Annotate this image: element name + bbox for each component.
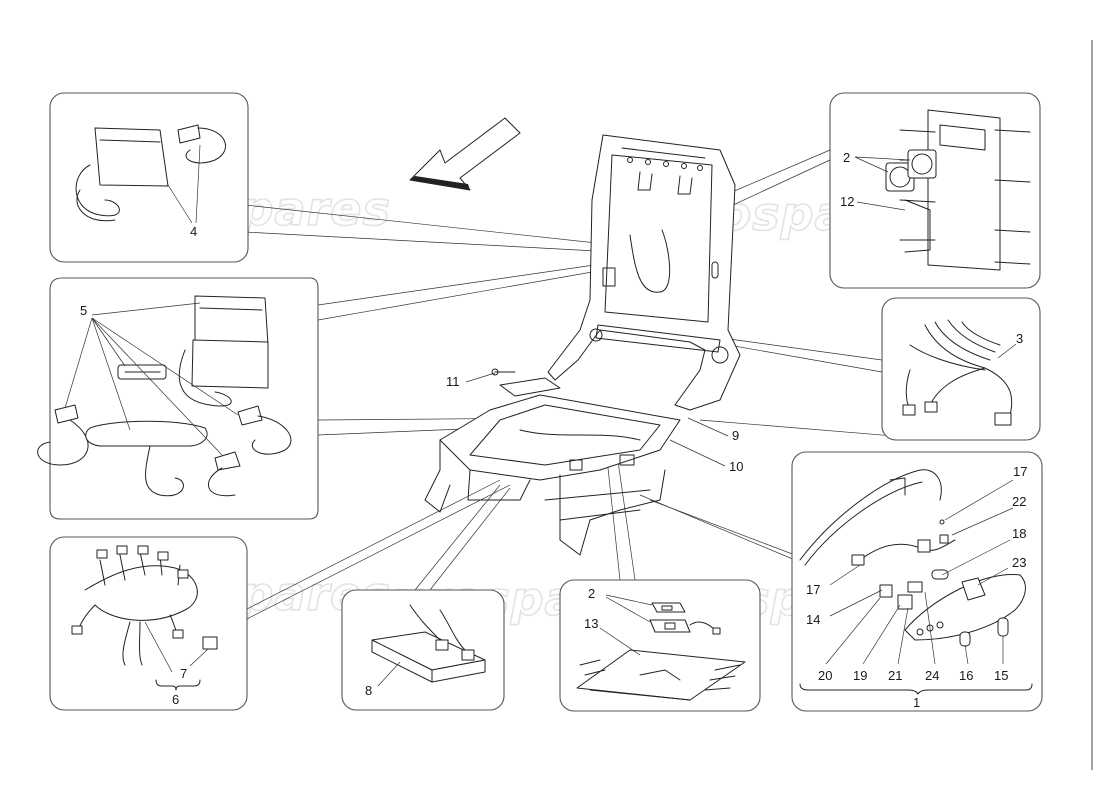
callout-16: 16 — [959, 668, 973, 683]
callout-2-bottom: 2 — [588, 586, 595, 601]
box-item-5: 5 — [37, 277, 319, 520]
box-item-6-7: 7 6 — [49, 536, 248, 711]
callout-4: 4 — [190, 224, 197, 239]
callout-1: 1 — [913, 695, 920, 710]
callout-13: 13 — [584, 616, 598, 631]
callout-11: 11 — [446, 374, 460, 389]
callout-7: 7 — [180, 666, 187, 681]
arrow-icon — [409, 117, 521, 191]
box-item-4: 4 — [49, 92, 249, 263]
callout-14: 14 — [806, 612, 820, 627]
box-item-1: 17 22 18 23 17 14 20 19 21 24 16 15 1 — [791, 451, 1043, 712]
callout-17-top: 17 — [1013, 464, 1027, 479]
callout-17-left: 17 — [806, 582, 820, 597]
box-item-2-13: 2 13 — [559, 579, 761, 712]
box-item-3: 3 — [881, 297, 1041, 441]
callout-5: 5 — [80, 303, 87, 318]
callout-23: 23 — [1012, 555, 1026, 570]
frame-callouts: 11 9 10 — [446, 372, 743, 474]
callout-12: 12 — [840, 194, 854, 209]
callout-21: 21 — [888, 668, 902, 683]
box-item-8: 8 — [341, 589, 505, 711]
callout-2-top: 2 — [843, 150, 850, 165]
callout-8: 8 — [365, 683, 372, 698]
callout-24: 24 — [925, 668, 939, 683]
callout-10: 10 — [729, 459, 743, 474]
seat-frame-icon — [424, 134, 741, 556]
callout-19: 19 — [853, 668, 867, 683]
callout-9: 9 — [732, 428, 739, 443]
callout-15: 15 — [994, 668, 1008, 683]
callout-18: 18 — [1012, 526, 1026, 541]
callout-6: 6 — [172, 692, 179, 707]
callout-22: 22 — [1012, 494, 1026, 509]
callout-3: 3 — [1016, 331, 1023, 346]
callout-20: 20 — [818, 668, 832, 683]
box-item-2-12: 2 12 — [829, 92, 1041, 289]
